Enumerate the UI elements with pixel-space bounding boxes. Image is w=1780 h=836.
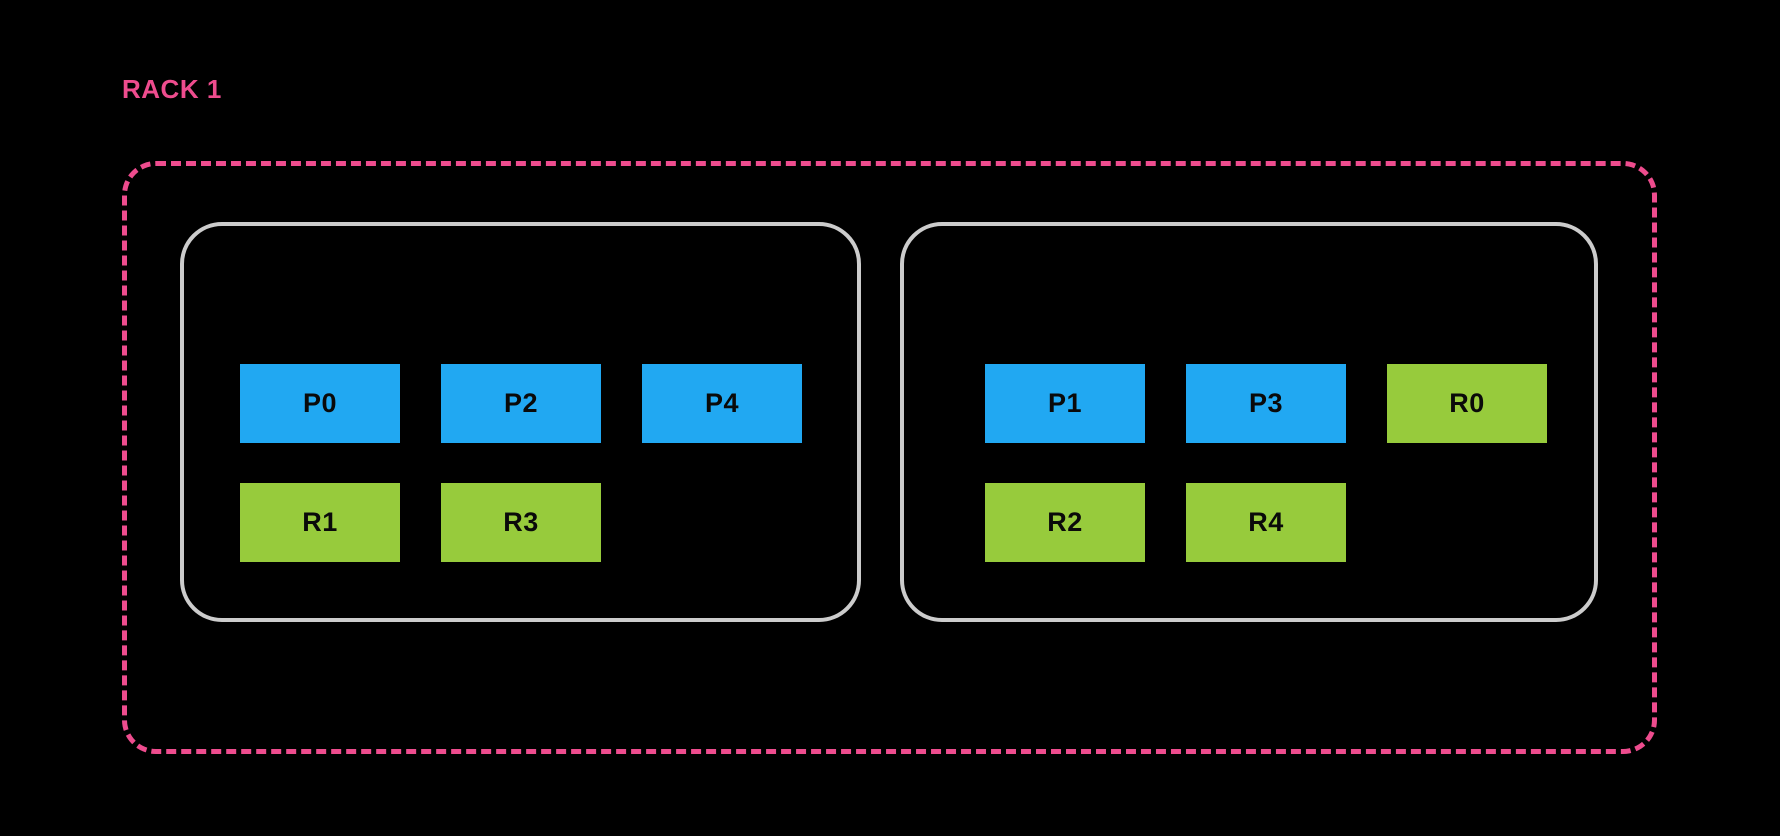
node-label: R2 <box>1047 507 1083 537</box>
node-label: P4 <box>704 388 740 418</box>
server-panel-right <box>900 222 1598 622</box>
node-row-right-primary: P1 P3 R0 <box>985 364 1547 443</box>
node-row-right-replica: R2 R4 <box>985 483 1346 562</box>
node-label: R0 <box>1449 388 1485 418</box>
node-r1[interactable]: R1 <box>240 483 400 562</box>
node-p2[interactable]: P2 <box>441 364 601 443</box>
node-label: P0 <box>302 388 338 418</box>
node-p0[interactable]: P0 <box>240 364 400 443</box>
node-label: P3 <box>1248 388 1284 418</box>
rack-boundary <box>122 161 1657 754</box>
node-label: R1 <box>302 507 338 537</box>
node-label: R3 <box>503 507 539 537</box>
node-p4[interactable]: P4 <box>642 364 802 443</box>
server-panel-left <box>180 222 861 622</box>
node-r4[interactable]: R4 <box>1186 483 1346 562</box>
node-label: R4 <box>1248 507 1284 537</box>
node-row-left-primary: P0 P2 P4 <box>240 364 802 443</box>
node-label: P1 <box>1047 388 1083 418</box>
node-p3[interactable]: P3 <box>1186 364 1346 443</box>
node-row-left-replica: R1 R3 <box>240 483 601 562</box>
node-label: P2 <box>503 388 539 418</box>
node-r3[interactable]: R3 <box>441 483 601 562</box>
rack-label: RACK 1 <box>122 74 222 104</box>
node-p1[interactable]: P1 <box>985 364 1145 443</box>
node-r2[interactable]: R2 <box>985 483 1145 562</box>
node-r0[interactable]: R0 <box>1387 364 1547 443</box>
